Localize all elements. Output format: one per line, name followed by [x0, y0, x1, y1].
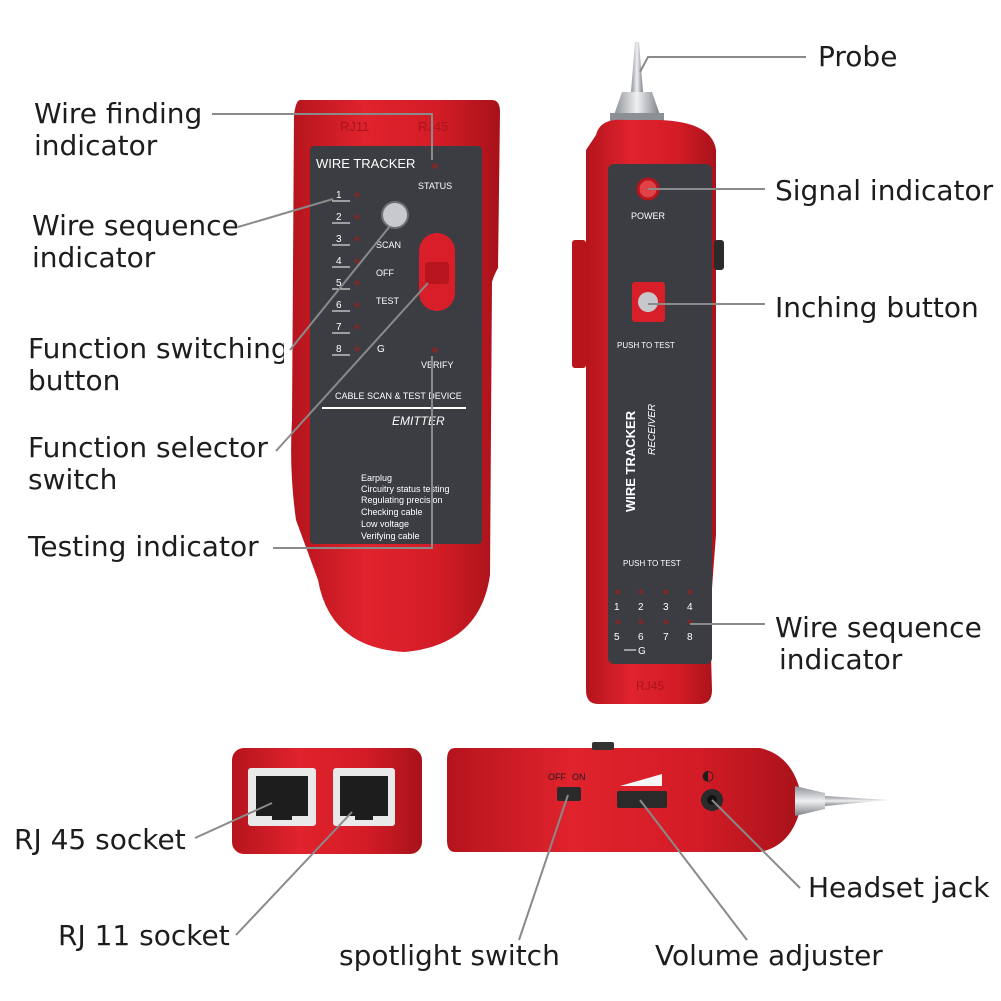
status-led: [432, 163, 438, 169]
emitter-ground: G: [377, 344, 385, 355]
emitter-num-7: 7: [336, 322, 342, 333]
receiver-device: POWER PUSH TO TEST WIRE TRACKER RECEIVER…: [572, 42, 724, 704]
label-line: Wire sequence: [775, 611, 982, 644]
emitter-num-6: 6: [336, 300, 342, 311]
emitter-function: Regulating precision: [361, 495, 443, 505]
emitter-device: RJ11 RJ45 WIRE TRACKER STATUS 1 2 3 4 5 …: [291, 100, 500, 652]
emitter-wire-sequence: 1 2 3 4 5 6 7 8 G: [332, 190, 385, 356]
label-line: Wire finding: [34, 97, 203, 130]
emitter-port-label-rj45: RJ45: [418, 119, 448, 134]
label-wire-sequence-indicator-right: Wire sequence indicator: [775, 612, 982, 676]
label-wire-finding-indicator: Wire finding indicator: [34, 98, 202, 162]
receiver-num-4: 4: [687, 602, 693, 613]
emitter-brand: WIRE TRACKER: [316, 156, 415, 171]
label-volume-adjuster: Volume adjuster: [655, 939, 883, 972]
receiver-power-label: POWER: [631, 211, 666, 221]
emitter-subtitle: CABLE SCAN & TEST DEVICE: [335, 391, 462, 401]
emitter-off-label: OFF: [376, 268, 394, 278]
emitter-model: EMITTER: [392, 414, 445, 428]
emitter-function: Verifying cable: [361, 531, 420, 541]
receiver-port-label: RJ45: [636, 679, 664, 693]
leader-lines: [194, 56, 806, 941]
label-line: indicator: [779, 643, 903, 676]
receiver-push-to-test-2: PUSH TO TEST: [623, 559, 681, 568]
receiver-model: RECEIVER: [647, 404, 658, 455]
receiver-num-6: 6: [638, 632, 644, 643]
label-probe: Probe: [818, 40, 898, 73]
emitter-num-3: 3: [336, 234, 342, 245]
receiver-num-7: 7: [663, 632, 669, 643]
emitter-bottom-view: [232, 748, 422, 854]
label-line: Function selector: [28, 431, 268, 464]
emitter-status-label: STATUS: [418, 181, 452, 191]
svg-text:◐: ◐: [702, 768, 714, 784]
receiver-push-to-test: PUSH TO TEST: [617, 341, 675, 350]
emitter-verify-label: VERIFY: [421, 360, 454, 370]
spotlight-switch[interactable]: [557, 787, 581, 801]
receiver-num-1: 1: [614, 602, 620, 613]
emitter-function-list: Earplug Circuitry status testing Regulat…: [361, 473, 450, 541]
label-wire-sequence-indicator-left: Wire sequence indicator: [32, 210, 239, 274]
emitter-num-4: 4: [336, 256, 342, 267]
emitter-scan-label: SCAN: [376, 240, 401, 250]
receiver-num-8: 8: [687, 632, 693, 643]
emitter-num-8: 8: [336, 344, 342, 355]
verify-led: [432, 347, 438, 353]
label-line: Wire sequence: [32, 209, 239, 242]
emitter-function: Low voltage: [361, 519, 409, 529]
emitter-num-5: 5: [336, 278, 342, 289]
emitter-port-label-rj11: RJ11: [340, 119, 369, 134]
receiver-num-2: 2: [638, 602, 644, 613]
label-rj11-socket: RJ 11 socket: [58, 919, 230, 952]
label-line: Function switching: [28, 333, 284, 365]
label-line: switch: [28, 463, 118, 496]
probe-tip: [631, 42, 643, 92]
receiver-ground: G: [638, 646, 646, 657]
emitter-num-1: 1: [336, 190, 342, 201]
label-headset-jack: Headset jack: [808, 871, 990, 904]
label-line: indicator: [34, 129, 158, 162]
emitter-function: Earplug: [361, 473, 392, 483]
receiver-wire-sequence: 1 2 3 4 5 6 7 8 G: [614, 589, 693, 657]
receiver-num-3: 3: [663, 602, 669, 613]
emitter-test-label: TEST: [376, 296, 400, 306]
label-spotlight-switch: spotlight switch: [339, 939, 560, 972]
side-switch-off-label: OFF: [548, 772, 566, 782]
emitter-function: Circuitry status testing: [361, 484, 450, 494]
volume-adjuster[interactable]: [617, 791, 667, 808]
label-function-selector-switch: Function selector switch: [28, 432, 268, 496]
receiver-brand: WIRE TRACKER: [623, 410, 638, 512]
emitter-num-2: 2: [336, 212, 342, 223]
label-function-switching-button: Function switching button: [28, 333, 284, 397]
receiver-num-5: 5: [614, 632, 620, 643]
emitter-function: Checking cable: [361, 507, 423, 517]
label-inching-button: Inching button: [775, 291, 979, 324]
label-line: indicator: [32, 241, 156, 274]
label-signal-indicator: Signal indicator: [775, 174, 994, 207]
function-switching-button[interactable]: [381, 201, 409, 229]
side-probe-tip: [825, 796, 888, 806]
label-line: button: [28, 364, 121, 397]
label-testing-indicator: Testing indicator: [28, 530, 259, 563]
label-rj45-socket: RJ 45 socket: [14, 823, 186, 856]
side-switch-on-label: ON: [572, 772, 586, 782]
